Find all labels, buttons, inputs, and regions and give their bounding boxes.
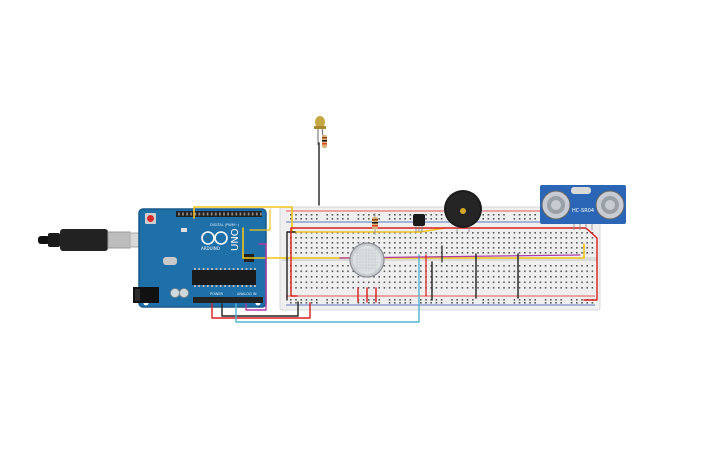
gas-sensor[interactable] [349,242,385,278]
wire-yellow[interactable] [242,227,585,259]
transistor[interactable] [413,214,425,232]
wire-magenta[interactable] [245,243,267,311]
analog-header-label: ANALOG IN [237,292,257,296]
wire-yellow[interactable] [193,206,446,233]
resistor[interactable] [322,135,327,148]
digital-header-label: DIGITAL (PWM~) [210,223,240,227]
power-header-label: POWER [210,292,224,296]
wire-red[interactable] [211,302,311,319]
wire-yellow[interactable] [249,209,271,231]
capacitor [170,288,180,298]
ultrasonic-sensor[interactable]: HC-SR04 [540,185,626,230]
wire-black[interactable] [286,231,296,301]
capacitor [179,288,189,298]
power-analog-header [193,297,263,303]
atmega-chip [192,270,256,285]
arduino-logo [201,231,215,245]
piezo-buzzer[interactable] [444,190,482,232]
usb-cable [38,229,143,251]
arduino-brand-label: ARDUINO [201,246,220,251]
ultrasonic-model-label: HC-SR04 [572,208,594,214]
arduino-model-label: UNO [230,228,241,251]
wire-cyan[interactable] [235,254,420,323]
wire-black[interactable] [221,301,299,317]
center-channel [282,257,598,261]
arduino-uno-board: DIGITAL (PWM~) ARDUINO UNO POWER ANALOG … [133,208,267,308]
resistor[interactable] [372,213,378,235]
